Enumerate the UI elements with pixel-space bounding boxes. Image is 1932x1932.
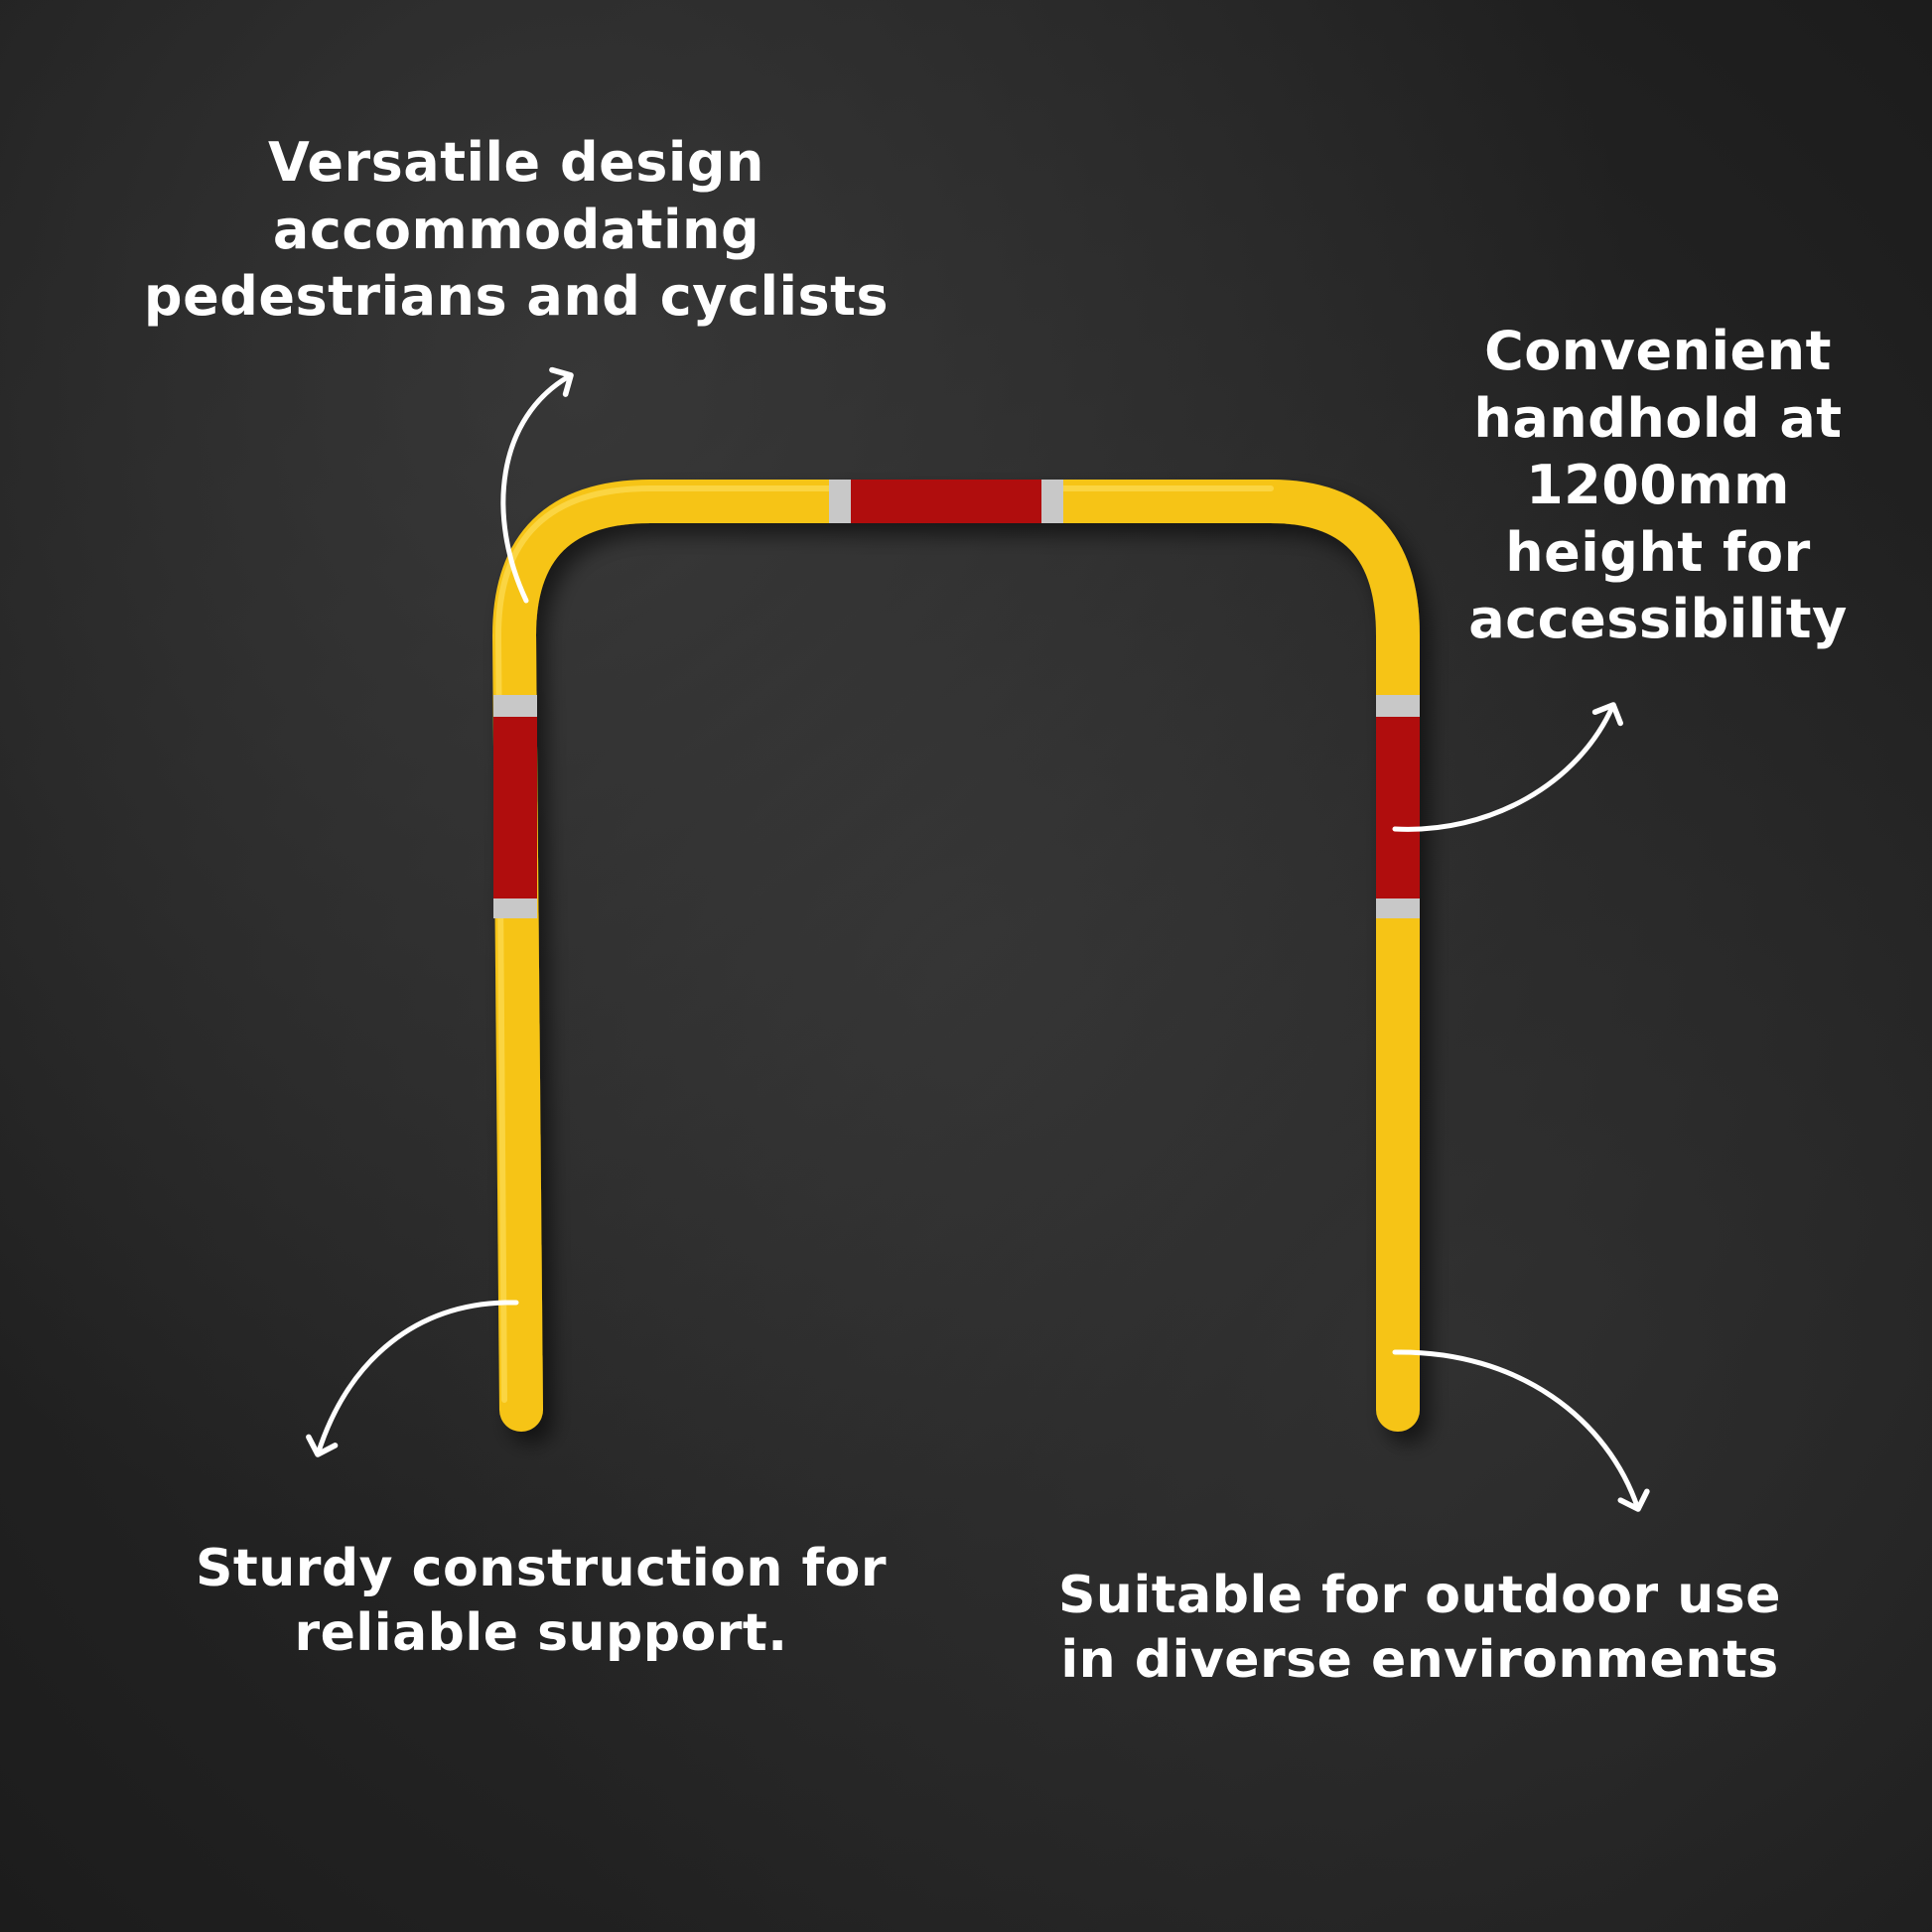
caption-sturdy-construction: Sturdy construction for reliable support… [195,1539,888,1663]
arrow-bottom-right [1392,1349,1650,1512]
caption-outdoor-use: Suitable for outdoor use in diverse envi… [1057,1566,1781,1690]
right-reflective-band [1376,695,1420,918]
caption-versatile-design: Versatile design accommodating pedestria… [143,131,890,328]
left-reflective-band [493,695,537,918]
barrier-tube-highlight [494,485,1274,1403]
arrow-top-left [500,366,574,604]
hoop-barrier [492,480,1420,1432]
arrow-bottom-left [306,1300,519,1457]
top-reflective-band [829,480,1063,523]
caption-handhold-height: Convenient handhold at 1200mm height for… [1468,320,1848,650]
barrier-tube [492,480,1420,1432]
arrow-right [1392,702,1624,832]
